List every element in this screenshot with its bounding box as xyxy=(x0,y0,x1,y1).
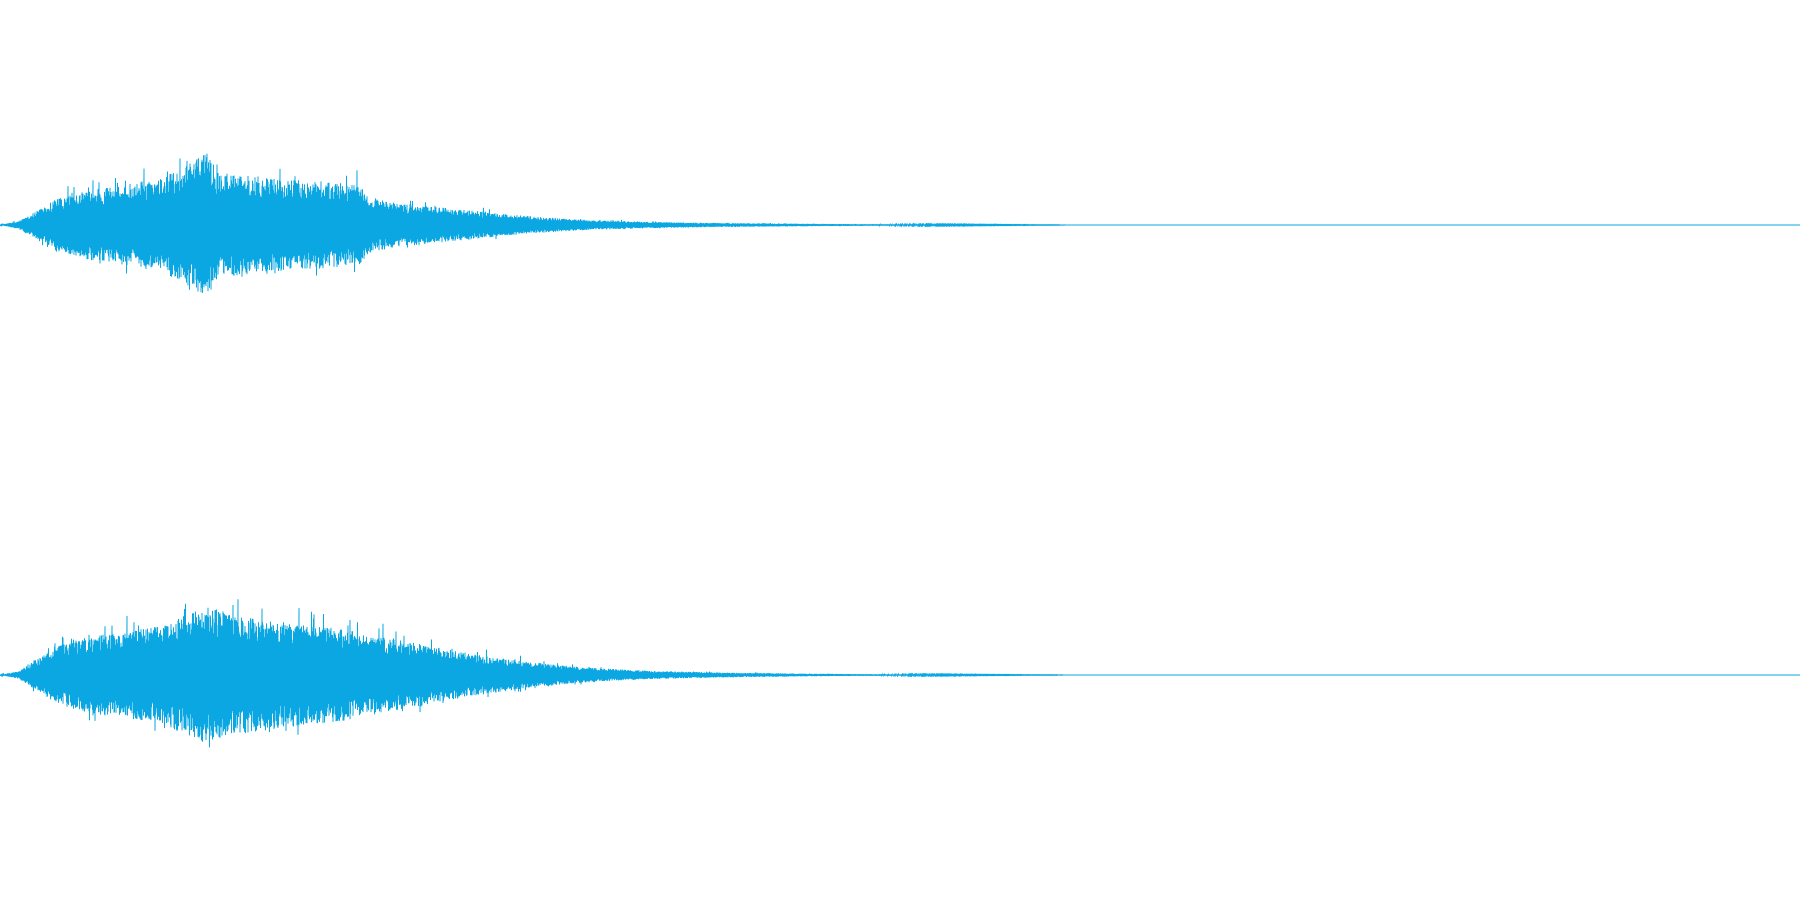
channel-1-signal xyxy=(0,153,1800,293)
channel-1-waveform xyxy=(0,153,1800,293)
channel-2-signal xyxy=(0,599,1800,748)
channel-2-waveform xyxy=(0,599,1800,748)
